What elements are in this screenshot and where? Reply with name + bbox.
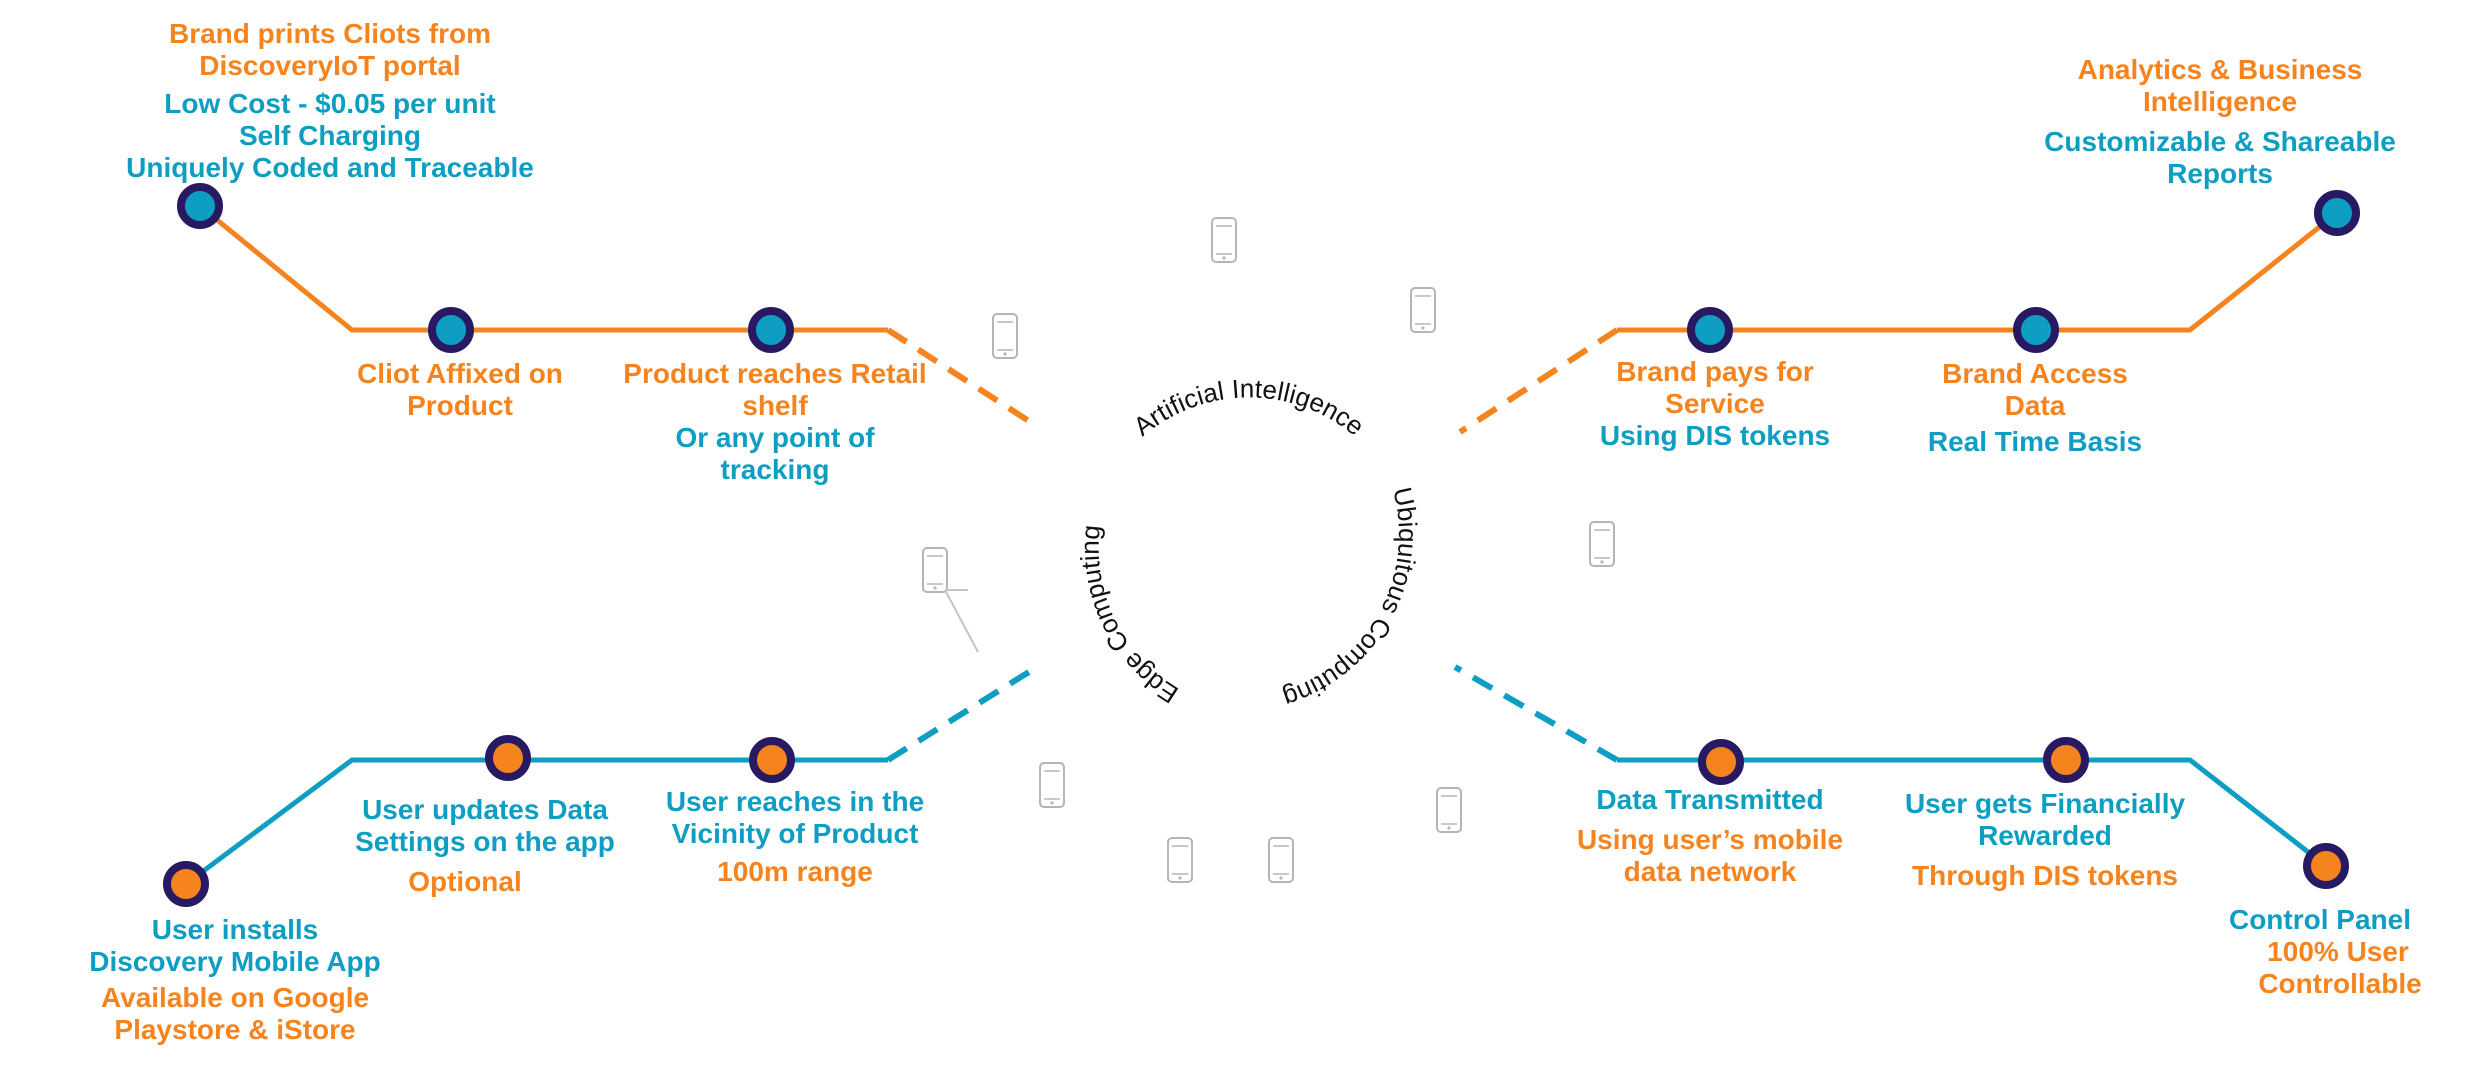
phone-icon	[1436, 787, 1462, 833]
edge-computing-label: Edge Computing	[1075, 523, 1184, 710]
upper-left-route	[198, 204, 1037, 428]
upper-left-dashed-connector	[886, 327, 1037, 428]
label-user-updates: User updates Data Settings on the app Op…	[320, 794, 650, 898]
lower-left-line	[184, 757, 888, 887]
label-brand-pays: Brand pays for Service Using DIS tokens	[1560, 356, 1870, 452]
text-analytics-2: Intelligence	[2142, 86, 2298, 117]
text-optional: Optional	[408, 866, 522, 897]
phone-icon	[1410, 287, 1436, 333]
text-controllable: Controllable	[2258, 968, 2422, 999]
text-analytics-1: Analytics & Business	[2077, 54, 2363, 85]
label-data-transmitted: Data Transmitted Using user’s mobile dat…	[1560, 784, 1860, 888]
node-lower-left-1	[485, 735, 531, 781]
text-product-reaches-1: Product reaches Retail	[623, 358, 927, 389]
text-user-installs-2: Discovery Mobile App	[89, 946, 381, 977]
text-user-reaches-1: User reaches in the	[665, 786, 925, 817]
text-real-time: Real Time Basis	[1927, 426, 2143, 457]
text-user-updates-2: Settings on the app	[355, 826, 615, 857]
node-upper-left-1	[428, 307, 474, 353]
node-upper-right-2	[2013, 307, 2059, 353]
text-user-rewarded-2: Rewarded	[1978, 820, 2112, 851]
label-product-reaches-retail: Product reaches Retail shelf Or any poin…	[600, 358, 950, 486]
upper-right-dashed-connector	[1458, 327, 1619, 435]
text-low-cost: Low Cost - $0.05 per unit	[164, 88, 496, 119]
text-self-charging: Self Charging	[238, 120, 421, 151]
node-lower-left-start	[163, 861, 209, 907]
node-lower-right-2	[2043, 737, 2089, 783]
node-upper-left-start	[177, 183, 223, 229]
text-available-1: Available on Google	[100, 982, 370, 1013]
label-user-rewarded: User gets Financially Rewarded Through D…	[1880, 788, 2210, 892]
text-using-dis-tokens: Using DIS tokens	[1599, 420, 1831, 451]
node-upper-right-end	[2314, 190, 2360, 236]
text-cliot-affixed-2: Product	[407, 390, 513, 421]
text-through-dis: Through DIS tokens	[1912, 860, 2178, 891]
text-user-rewarded-1: User gets Financially	[1904, 788, 2186, 819]
label-brand-access-data: Brand Access Data Real Time Basis	[1880, 358, 2190, 458]
text-user-installs-1: User installs	[151, 914, 319, 945]
text-100-user: 100% User	[2267, 936, 2409, 967]
text-data-transmitted: Data Transmitted	[1596, 784, 1824, 815]
upper-left-line	[198, 204, 888, 333]
text-brand-prints-1: Brand prints Cliots from	[168, 18, 491, 49]
text-any-point-2: tracking	[720, 454, 830, 485]
text-brand-prints-2: DiscoveryIoT portal	[199, 50, 461, 81]
label-cliot-affixed: Cliot Affixed on Product	[300, 358, 620, 422]
node-lower-right-end	[2303, 843, 2349, 889]
text-100m-range: 100m range	[717, 856, 873, 887]
label-user-installs: User installs Discovery Mobile App Avail…	[60, 914, 410, 1046]
lower-right-route	[1453, 664, 2328, 868]
text-cliot-affixed-1: Cliot Affixed on	[357, 358, 563, 389]
phone-icon	[992, 313, 1018, 359]
text-brand-pays-1: Brand pays for	[1616, 356, 1814, 387]
text-customizable-2: Reports	[2167, 158, 2273, 189]
phone-icon	[1589, 521, 1615, 567]
text-user-updates-1: User updates Data	[362, 794, 608, 825]
text-any-point-1: Or any point of	[675, 422, 875, 453]
phone-icon	[1268, 837, 1294, 883]
artificial-intelligence-label: Artificial Intelligence	[1127, 373, 1370, 441]
lower-left-route	[184, 662, 1042, 887]
text-product-reaches-2: shelf	[742, 390, 808, 421]
text-brand-access-1: Brand Access	[1942, 358, 2128, 389]
phone-icon	[1211, 217, 1237, 263]
text-customizable-1: Customizable & Shareable	[2044, 126, 2396, 157]
phone-icon	[922, 547, 948, 593]
lower-left-dashed-connector	[886, 662, 1042, 763]
label-brand-prints: Brand prints Cliots from DiscoveryIoT po…	[30, 18, 630, 184]
text-using-mobile-1: Using user’s mobile	[1576, 824, 1844, 855]
label-user-reaches: User reaches in the Vicinity of Product …	[630, 786, 960, 888]
text-brand-pays-2: Service	[1665, 388, 1765, 419]
upper-right-route	[1458, 211, 2339, 435]
text-user-reaches-2: Vicinity of Product	[671, 818, 919, 849]
node-upper-right-1	[1687, 307, 1733, 353]
text-using-mobile-2: data network	[1623, 856, 1797, 887]
ubiquitous-computing-label: Ubiquitous Computing	[1279, 484, 1423, 714]
node-lower-right-1	[1698, 739, 1744, 785]
phone-icon	[1167, 837, 1193, 883]
label-analytics: Analytics & Business Intelligence Custom…	[2010, 54, 2430, 190]
node-lower-left-2	[749, 737, 795, 783]
text-brand-access-2: Data	[2004, 390, 2066, 421]
upper-right-line	[1617, 211, 2339, 333]
phone-icon	[1039, 762, 1065, 808]
label-control-panel: Control Panel 100% User Controllable	[2170, 904, 2470, 1000]
node-upper-left-2	[748, 307, 794, 353]
text-control-panel: Control Panel	[2228, 904, 2411, 935]
lower-right-dashed-connector	[1453, 664, 1619, 763]
text-uniquely-coded: Uniquely Coded and Traceable	[126, 152, 534, 183]
lower-right-line	[1617, 757, 2328, 868]
phone-pointer-line	[944, 589, 979, 653]
text-available-2: Playstore & iStore	[114, 1014, 356, 1045]
